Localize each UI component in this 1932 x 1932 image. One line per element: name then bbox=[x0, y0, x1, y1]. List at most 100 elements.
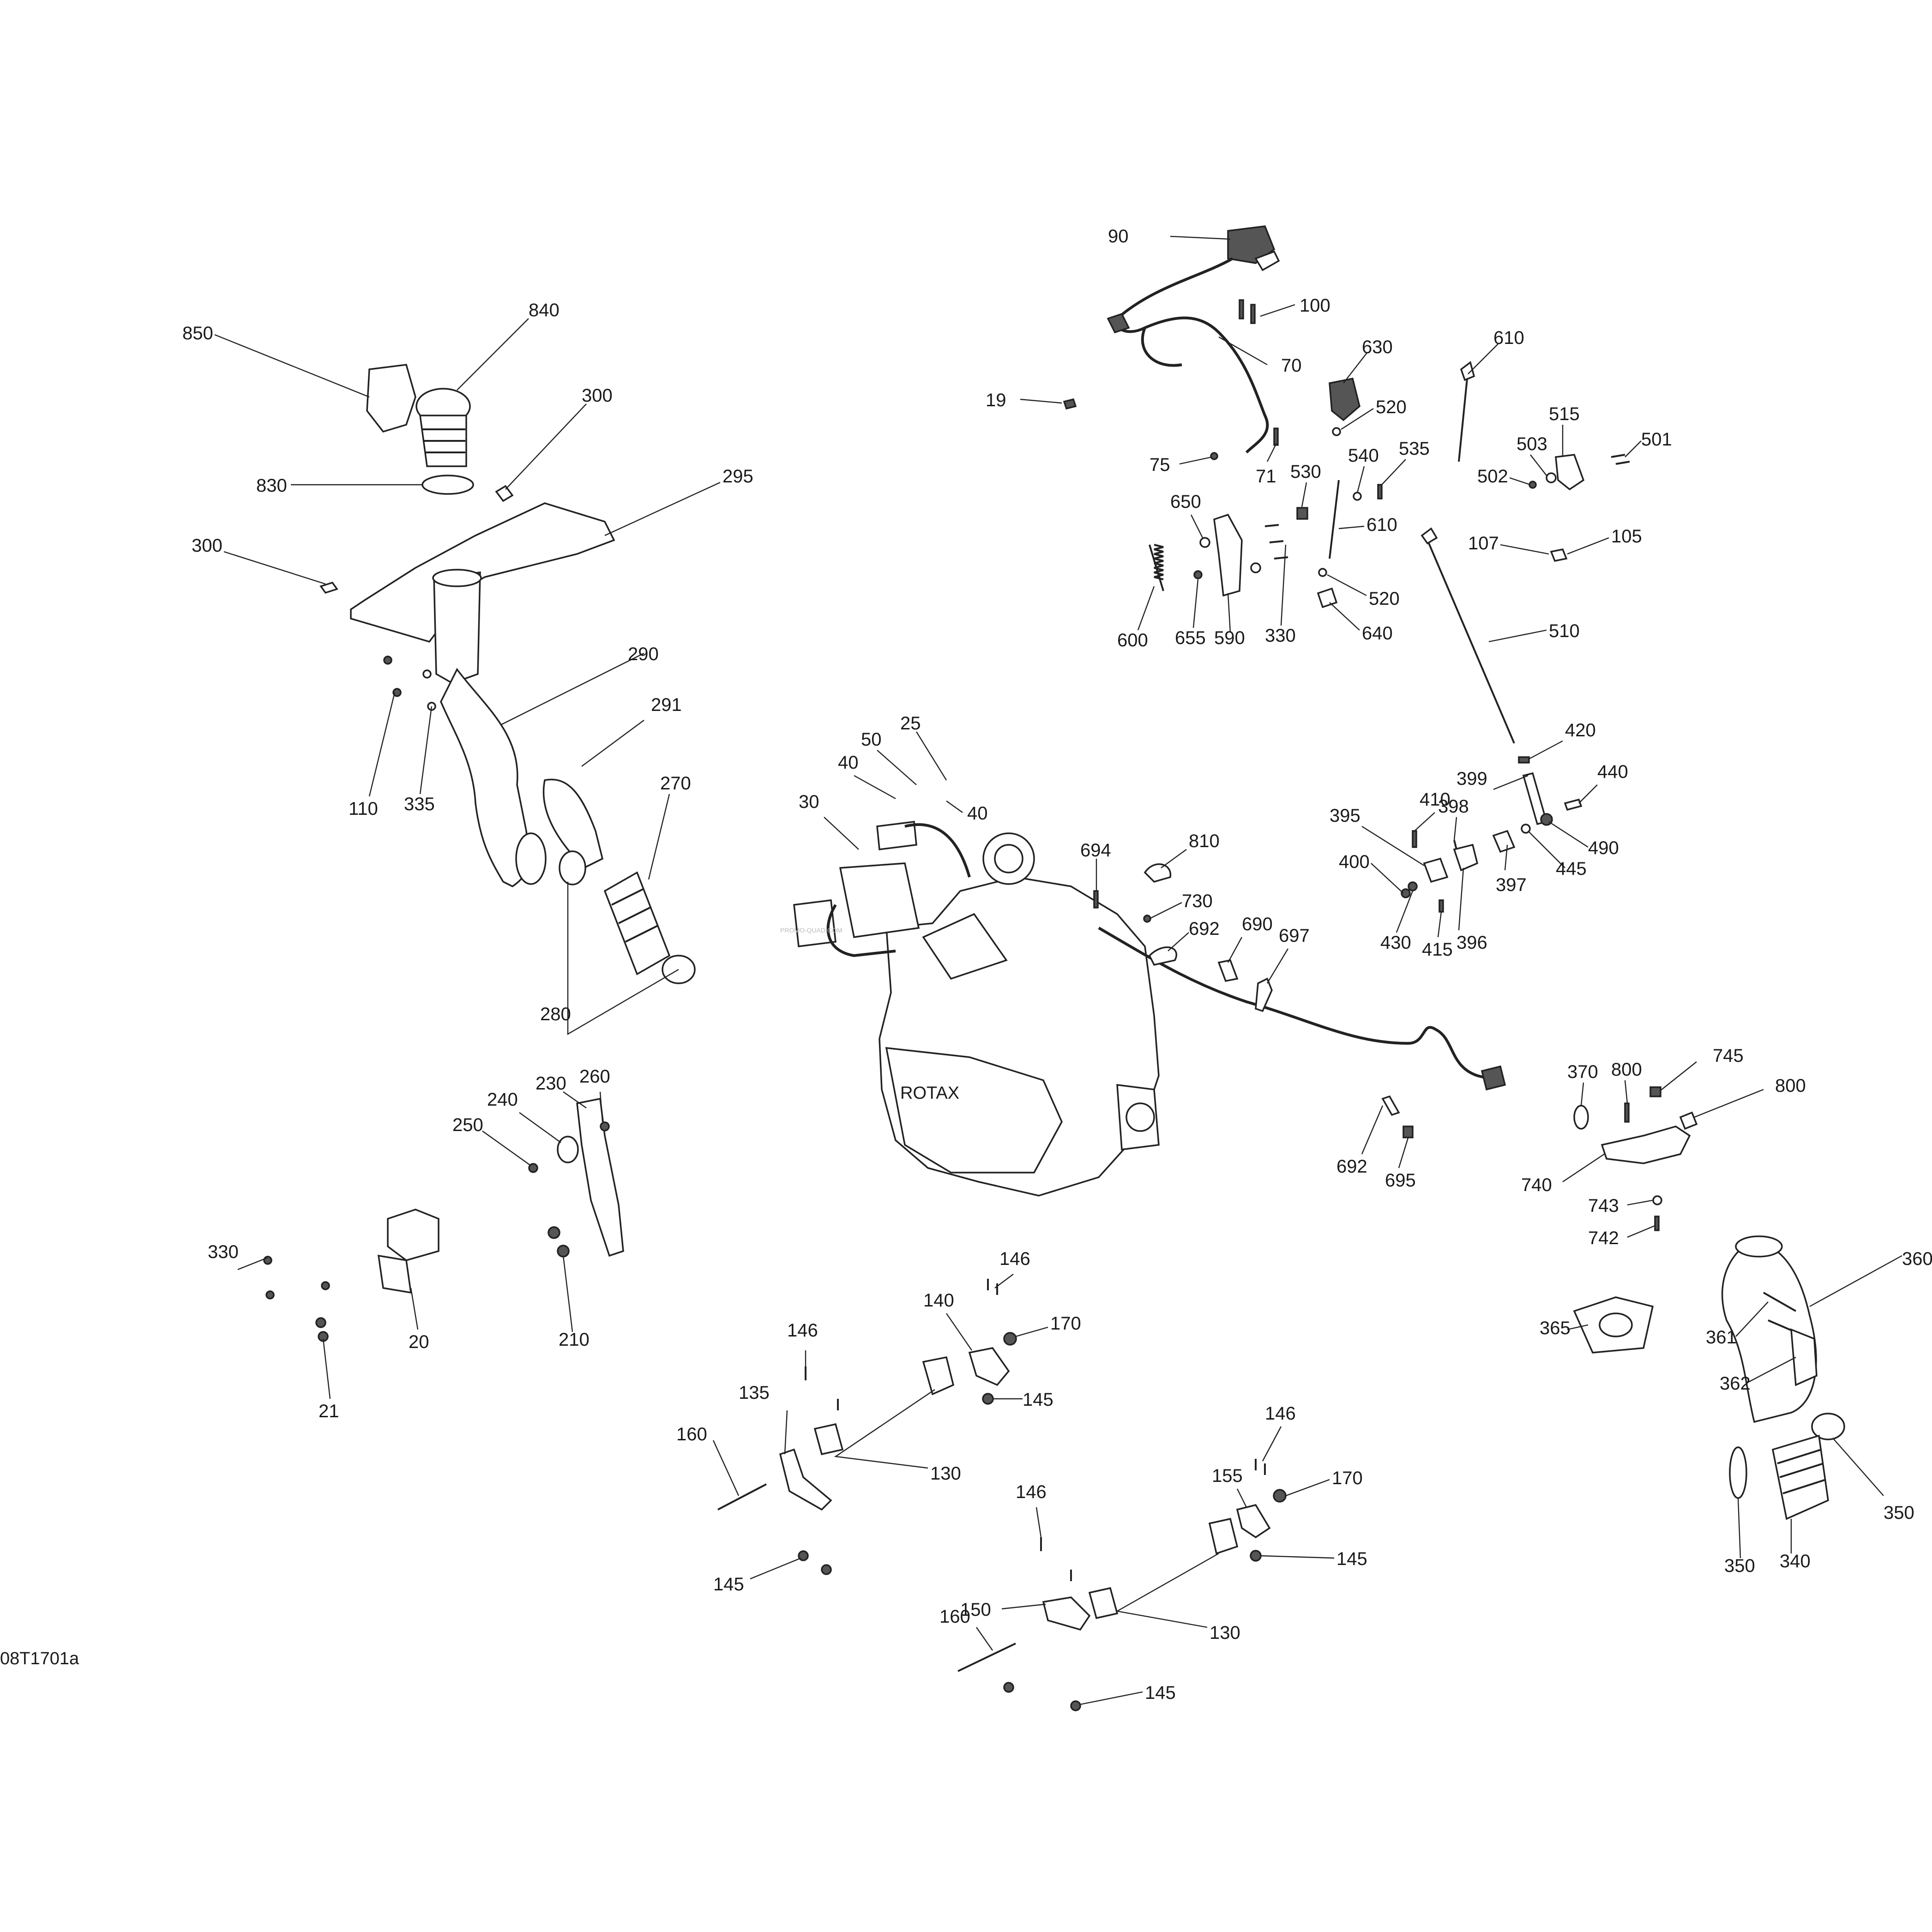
part-146-bolt-b bbox=[805, 1366, 839, 1410]
part-146-bolts-c bbox=[1255, 1459, 1266, 1475]
part-335-washer-a bbox=[422, 669, 432, 679]
part-shapes: ROTAX bbox=[263, 225, 1845, 1711]
callout-label: 160 bbox=[939, 1607, 970, 1627]
part-415-pin bbox=[1438, 899, 1444, 913]
part-520-washer-a bbox=[1332, 427, 1341, 436]
callout-label: 410 bbox=[1420, 789, 1451, 810]
callout-label: 145 bbox=[1336, 1549, 1367, 1569]
part-610-rod-a bbox=[1458, 369, 1469, 462]
callout-label: 430 bbox=[1380, 933, 1411, 953]
callout-label: 350 bbox=[1724, 1556, 1755, 1576]
part-90-switch-lever bbox=[1254, 250, 1280, 271]
part-291-duct-piece bbox=[542, 778, 604, 869]
part-146-bolts-a bbox=[987, 1279, 998, 1295]
harness-left-loop bbox=[826, 904, 896, 957]
watermark-text: PROMO-QUAD.COM bbox=[780, 927, 843, 934]
callout-label: 146 bbox=[999, 1249, 1030, 1269]
callout-label: 445 bbox=[1556, 859, 1587, 879]
callout-label: 515 bbox=[1549, 404, 1580, 424]
part-155-bracket bbox=[1236, 1504, 1271, 1539]
part-340-boot bbox=[1771, 1434, 1829, 1520]
part-420-pin bbox=[1518, 756, 1530, 764]
callout-label: 75 bbox=[1150, 455, 1170, 475]
part-740-bracket bbox=[1601, 1125, 1691, 1164]
part-160-bolt-a bbox=[717, 1483, 767, 1511]
callout-label: 260 bbox=[579, 1066, 610, 1087]
part-440-bolt bbox=[1564, 798, 1583, 811]
part-19-clip bbox=[1063, 398, 1077, 410]
callout-label: 160 bbox=[676, 1424, 707, 1444]
part-240-bushing bbox=[557, 1136, 579, 1163]
part-100-screw-b bbox=[1250, 304, 1256, 324]
part-590-pedal bbox=[1213, 513, 1243, 597]
callout-label: 40 bbox=[838, 752, 859, 773]
callout-label: 520 bbox=[1376, 397, 1407, 417]
callout-label: 540 bbox=[1348, 445, 1379, 466]
callout-label: 210 bbox=[559, 1330, 590, 1350]
callout-label: 170 bbox=[1050, 1313, 1081, 1334]
callout-label: 520 bbox=[1369, 589, 1400, 609]
part-330-bolts bbox=[1264, 524, 1288, 560]
part-800-screw-a bbox=[1624, 1102, 1630, 1123]
callout-label: 420 bbox=[1565, 720, 1596, 740]
callout-label: 170 bbox=[1332, 1468, 1363, 1488]
callout-label: 530 bbox=[1290, 462, 1321, 482]
part-145-nut-b2 bbox=[821, 1564, 832, 1575]
callout-label: 502 bbox=[1477, 466, 1508, 487]
callout-label: 397 bbox=[1496, 875, 1527, 895]
callout-label: 30 bbox=[799, 792, 819, 812]
leader-lines bbox=[214, 235, 1902, 1705]
callout-label: 395 bbox=[1330, 806, 1360, 826]
callout-label: 361 bbox=[1706, 1327, 1737, 1348]
part-840-ribs bbox=[422, 428, 465, 453]
part-260-nut bbox=[600, 1121, 610, 1132]
callout-label: 250 bbox=[452, 1115, 483, 1135]
part-70-cable bbox=[1115, 257, 1269, 454]
part-690-clip bbox=[1217, 959, 1239, 982]
callout-label: 19 bbox=[986, 390, 1006, 410]
callout-label: 830 bbox=[256, 475, 287, 496]
part-340-ribs bbox=[1777, 1449, 1826, 1494]
callout-label: 590 bbox=[1214, 628, 1245, 648]
part-510-rod-end bbox=[1420, 527, 1438, 545]
part-600-spring bbox=[1154, 544, 1164, 580]
callout-label: 25 bbox=[900, 713, 921, 734]
callout-label: 692 bbox=[1189, 919, 1220, 939]
part-270-ribs bbox=[611, 888, 658, 943]
diagram-reference-code: 08T1701a bbox=[0, 1649, 79, 1668]
callout-label: 440 bbox=[1597, 762, 1628, 782]
callout-label: 850 bbox=[182, 323, 213, 343]
callout-label: 640 bbox=[1362, 623, 1393, 644]
part-360-duct bbox=[1721, 1241, 1817, 1423]
callout-label: 330 bbox=[208, 1242, 239, 1262]
ecm-connector bbox=[793, 899, 837, 947]
callout-label: 610 bbox=[1366, 515, 1397, 535]
part-280-clamp-a bbox=[559, 850, 586, 885]
part-21-grommet-a bbox=[315, 1317, 326, 1328]
callout-label: 21 bbox=[319, 1401, 339, 1421]
part-150-bracket bbox=[1042, 1596, 1091, 1631]
callout-label: 800 bbox=[1775, 1076, 1806, 1096]
callout-label: 130 bbox=[1210, 1623, 1240, 1643]
callout-label: 362 bbox=[1720, 1373, 1751, 1394]
callout-label: 300 bbox=[192, 536, 223, 556]
part-515-bracket bbox=[1555, 454, 1585, 491]
callout-label: 630 bbox=[1362, 337, 1393, 357]
callout-label: 350 bbox=[1884, 1503, 1914, 1523]
part-396-bracket bbox=[1453, 843, 1479, 872]
part-130-mount-d bbox=[1088, 1587, 1119, 1619]
callout-label: 146 bbox=[1265, 1403, 1296, 1424]
part-300-clip-a bbox=[495, 485, 514, 502]
part-530-nut bbox=[1296, 507, 1308, 520]
part-692-clip-b bbox=[1381, 1095, 1400, 1116]
part-160-bolt-b bbox=[957, 1643, 1016, 1672]
callout-label: 146 bbox=[787, 1320, 818, 1341]
callout-label: 70 bbox=[1281, 355, 1302, 376]
callout-label: 146 bbox=[1016, 1482, 1047, 1502]
callout-label: 695 bbox=[1385, 1170, 1416, 1191]
callout-label: 396 bbox=[1457, 933, 1487, 953]
callout-label: 240 bbox=[487, 1089, 518, 1110]
engine-cylinder-head bbox=[922, 913, 1008, 980]
part-145-nut-d2 bbox=[1070, 1700, 1081, 1711]
callout-label: 365 bbox=[1540, 1318, 1571, 1338]
